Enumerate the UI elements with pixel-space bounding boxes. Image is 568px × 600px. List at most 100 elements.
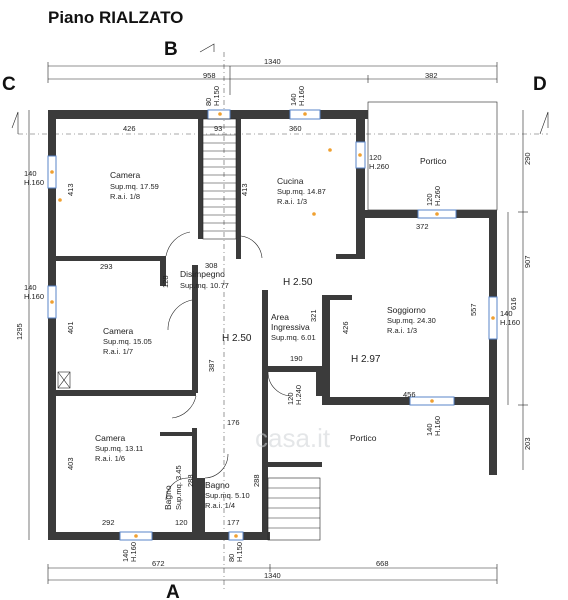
svg-text:Bagno: Bagno [163,485,173,510]
svg-text:190: 190 [290,354,303,363]
window-markers [50,112,495,538]
svg-text:Sup.mq. 10.77: Sup.mq. 10.77 [180,281,229,290]
svg-text:387: 387 [207,359,216,372]
svg-text:H.160: H.160 [24,292,44,301]
watermark: casa.it [255,423,331,453]
section-label-top: B [164,39,178,60]
height-label-1: H 2.50 [283,277,313,288]
svg-text:456: 456 [403,390,416,399]
dim-top-left: 958 [203,71,216,80]
room-camera-1: Camera Sup.mq. 17.59 R.a.i. 1/8 [110,170,159,201]
svg-text:H.160: H.160 [433,416,442,436]
room-portico-bottom: Portico [350,433,377,443]
svg-text:401: 401 [66,321,75,334]
room-camera-2: Camera Sup.mq. 15.05 R.a.i. 1/7 [103,326,152,356]
svg-text:R.a.i. 1/3: R.a.i. 1/3 [277,197,307,206]
svg-text:R.a.i. 1/6: R.a.i. 1/6 [95,454,125,463]
svg-text:Sup.mq. 14.87: Sup.mq. 14.87 [277,187,326,196]
plan-title: Piano RIALZATO [48,8,183,27]
svg-text:Cucina: Cucina [277,176,304,186]
room-disimpegno: Disimpegno Sup.mq. 10.77 [180,269,229,290]
interior-dimensions: 426 93 360 293 128 308 372 413 413 401 4… [66,124,478,527]
entrance-steps [267,477,321,541]
window-labels: 80 H.150 140 H.160 120 H.260 120 H.260 1… [24,86,520,562]
svg-text:321: 321 [309,309,318,322]
svg-text:426: 426 [341,321,350,334]
svg-text:292: 292 [102,518,115,527]
dim-left-total: 1295 [15,323,24,340]
svg-text:Sup.mq. 15.05: Sup.mq. 15.05 [103,337,152,346]
svg-text:308: 308 [205,261,218,270]
svg-text:H.160: H.160 [500,318,520,327]
svg-text:H.150: H.150 [235,542,244,562]
svg-text:R.a.i. 1/4: R.a.i. 1/4 [205,501,235,510]
dim-right-616: 616 [509,297,518,310]
dim-bottom-right: 668 [376,559,389,568]
top-dimensions [47,62,498,95]
room-soggiorno: Soggiorno Sup.mq. 24.30 R.a.i. 1/3 [387,305,436,335]
svg-text:288: 288 [186,474,195,487]
svg-text:293: 293 [100,262,113,271]
svg-text:140: 140 [24,283,37,292]
svg-text:Disimpegno: Disimpegno [180,269,225,279]
svg-text:Sup.mq. 24.30: Sup.mq. 24.30 [387,316,436,325]
door-swings [165,231,293,501]
svg-text:176: 176 [227,418,240,427]
svg-text:Ingressiva: Ingressiva [271,322,310,332]
radiator [57,371,71,389]
svg-text:80: 80 [204,98,213,106]
section-label-left: C [2,74,16,95]
svg-text:H.240: H.240 [294,385,303,405]
svg-text:Sup.mq. 13.11: Sup.mq. 13.11 [95,444,143,453]
svg-text:93: 93 [214,124,222,133]
svg-text:426: 426 [123,124,136,133]
dim-bottom-total: 1340 [264,571,281,580]
svg-text:128: 128 [161,275,170,288]
svg-text:140: 140 [121,549,130,562]
dim-right-203: 203 [523,437,532,450]
bottom-dimensions [47,564,498,584]
svg-text:R.a.i. 1/8: R.a.i. 1/8 [110,192,140,201]
section-label-bottom: A [166,582,180,600]
room-cucina: Cucina Sup.mq. 14.87 R.a.i. 1/3 [277,176,326,206]
svg-text:Camera: Camera [110,170,141,180]
height-label-2: H 2.50 [222,333,252,344]
dim-right-top: 290 [523,152,532,165]
svg-text:140: 140 [24,169,37,178]
dim-top-right: 382 [425,71,438,80]
svg-text:H.160: H.160 [129,542,138,562]
staircase [202,118,237,240]
room-camera-3: Camera Sup.mq. 13.11 R.a.i. 1/6 [95,433,143,463]
section-lines [11,43,549,590]
svg-text:557: 557 [469,303,478,316]
svg-text:413: 413 [66,183,75,196]
svg-text:Sup.mq. 5.10: Sup.mq. 5.10 [205,491,250,500]
section-label-right: D [533,74,547,95]
room-bagno-1: Bagno Sup.mq. 3.45 [163,465,183,510]
svg-text:Soggiorno: Soggiorno [387,305,426,315]
svg-text:177: 177 [227,518,240,527]
svg-text:288: 288 [252,474,261,487]
svg-text:Camera: Camera [103,326,134,336]
svg-text:372: 372 [416,222,429,231]
svg-text:H.260: H.260 [369,162,389,171]
svg-text:Sup.mq. 3.45: Sup.mq. 3.45 [174,465,183,510]
svg-text:140: 140 [500,309,513,318]
svg-text:H.260: H.260 [433,186,442,206]
svg-text:120: 120 [369,153,382,162]
dim-top-total: 1340 [264,57,281,66]
svg-text:Camera: Camera [95,433,126,443]
svg-text:Bagno: Bagno [205,480,230,490]
svg-text:120: 120 [175,518,188,527]
room-portico-top: Portico [420,156,447,166]
svg-text:80: 80 [227,554,236,562]
svg-text:403: 403 [66,457,75,470]
svg-text:R.a.i. 1/3: R.a.i. 1/3 [387,326,417,335]
svg-text:120: 120 [425,193,434,206]
svg-text:360: 360 [289,124,302,133]
dim-bottom-left: 672 [152,559,165,568]
svg-text:R.a.i. 1/7: R.a.i. 1/7 [103,347,133,356]
svg-text:H.150: H.150 [212,86,221,106]
height-label-3: H 2.97 [351,354,381,365]
